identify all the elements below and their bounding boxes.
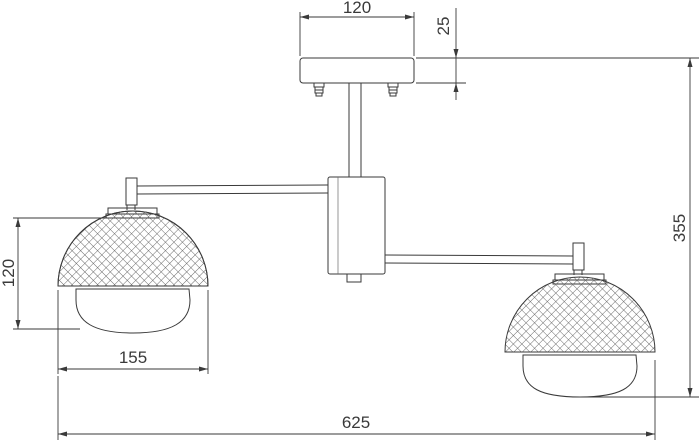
- dim-canopy-height-label: 25: [434, 17, 453, 36]
- dim-total-height: 355: [582, 58, 699, 398]
- dim-total-height-label: 355: [670, 214, 689, 242]
- left-arm: [125, 177, 329, 210]
- center-stem: [348, 83, 362, 177]
- dim-shade-diameter-label: 155: [119, 348, 147, 367]
- dim-shade-height: 120: [0, 217, 106, 330]
- dim-canopy-height: 25: [416, 8, 699, 100]
- ceiling-canopy: [299, 57, 415, 97]
- center-body: [327, 176, 386, 283]
- canopy-screw-left: [313, 82, 325, 97]
- dim-shade-diameter: 155: [57, 290, 209, 374]
- dim-shade-height-label: 120: [0, 259, 18, 287]
- dim-total-width: 625: [57, 360, 656, 440]
- canopy-screw-right: [387, 82, 399, 97]
- right-arm: [384, 242, 585, 275]
- left-lamp: [57, 207, 209, 334]
- dim-total-width-label: 625: [342, 413, 370, 432]
- dim-canopy-width-label: 120: [343, 0, 371, 17]
- right-lamp: [504, 273, 656, 398]
- dim-canopy-width: 120: [299, 0, 415, 56]
